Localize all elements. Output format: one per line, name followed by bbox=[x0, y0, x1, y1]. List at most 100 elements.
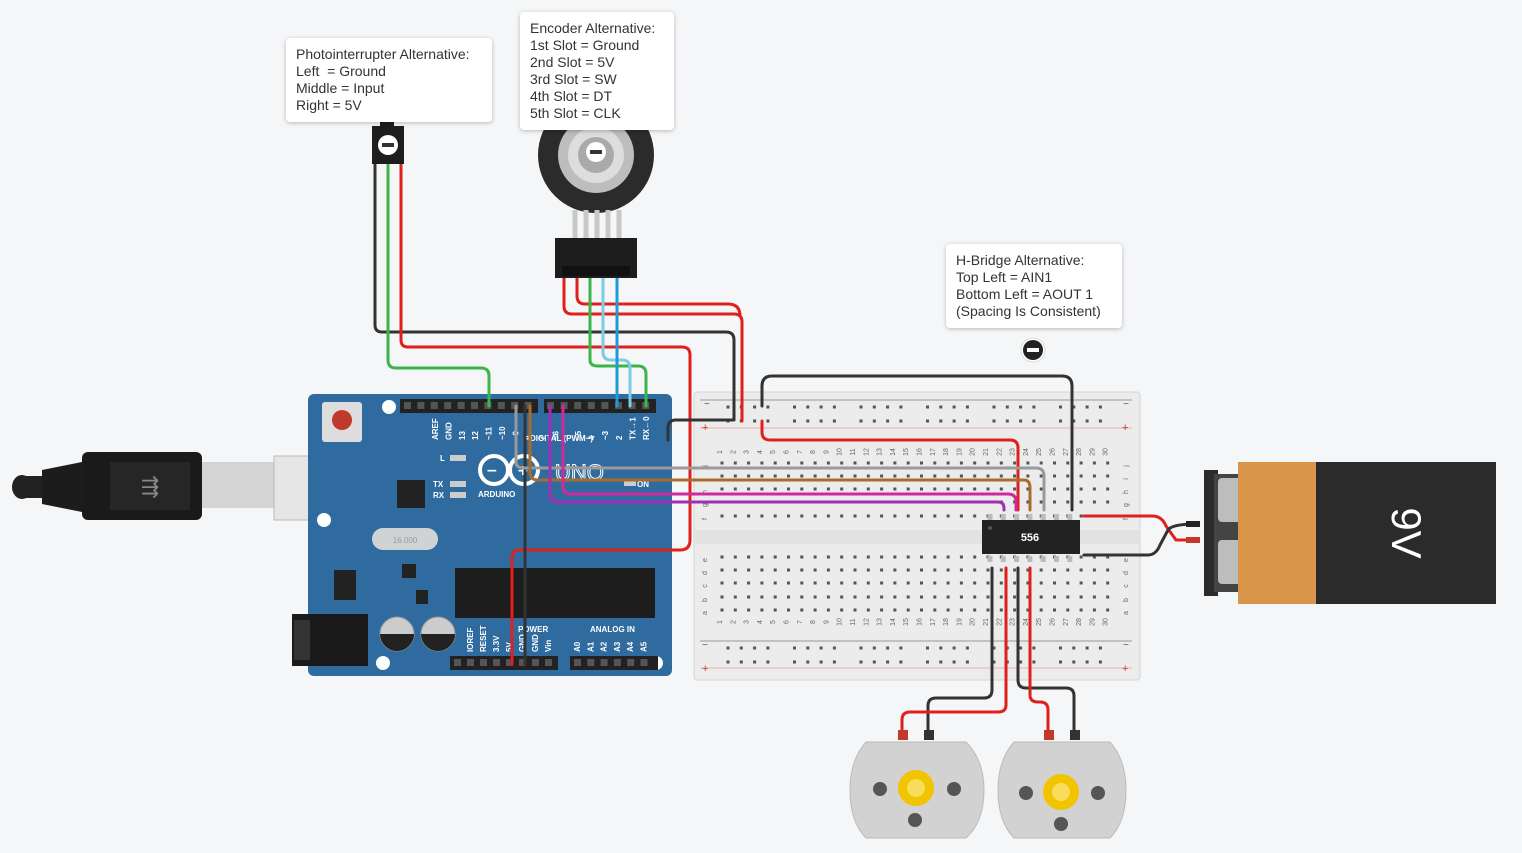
breadboard-hole[interactable] bbox=[946, 581, 950, 585]
breadboard-hole[interactable] bbox=[720, 514, 724, 518]
breadboard-hole[interactable] bbox=[760, 555, 764, 559]
breadboard-hole[interactable] bbox=[1072, 660, 1076, 664]
breadboard-hole[interactable] bbox=[733, 568, 737, 572]
breadboard-hole[interactable] bbox=[992, 646, 996, 650]
breadboard-hole[interactable] bbox=[1026, 581, 1030, 585]
breadboard-hole[interactable] bbox=[1039, 568, 1043, 572]
breadboard-hole[interactable] bbox=[813, 487, 817, 491]
breadboard-hole[interactable] bbox=[906, 581, 910, 585]
chip-pin[interactable] bbox=[1040, 514, 1046, 520]
breadboard-hole[interactable] bbox=[1005, 419, 1009, 423]
note-encoder[interactable]: Encoder Alternative: 1st Slot = Ground 2… bbox=[520, 12, 674, 130]
breadboard-hole[interactable] bbox=[999, 581, 1003, 585]
breadboard-hole[interactable] bbox=[992, 660, 996, 664]
breadboard-hole[interactable] bbox=[959, 595, 963, 599]
breadboard-hole[interactable] bbox=[813, 568, 817, 572]
breadboard-hole[interactable] bbox=[926, 660, 929, 664]
header-pin[interactable] bbox=[600, 659, 608, 666]
breadboard-hole[interactable] bbox=[866, 568, 870, 572]
breadboard-hole[interactable] bbox=[840, 581, 844, 585]
breadboard-hole[interactable] bbox=[1032, 419, 1036, 423]
breadboard-hole[interactable] bbox=[753, 405, 757, 409]
breadboard-hole[interactable] bbox=[1053, 487, 1056, 491]
breadboard-hole[interactable] bbox=[1092, 568, 1096, 572]
breadboard-hole[interactable] bbox=[733, 555, 737, 559]
breadboard-hole[interactable] bbox=[747, 487, 751, 491]
breadboard-hole[interactable] bbox=[1098, 405, 1102, 409]
breadboard-hole[interactable] bbox=[1066, 474, 1070, 478]
breadboard-hole[interactable] bbox=[1026, 461, 1030, 465]
breadboard-hole[interactable] bbox=[1092, 474, 1096, 478]
breadboard-hole[interactable] bbox=[933, 461, 937, 465]
breadboard-hole[interactable] bbox=[773, 474, 777, 478]
breadboard-hole[interactable] bbox=[853, 608, 857, 612]
breadboard-hole[interactable] bbox=[1072, 405, 1076, 409]
breadboard-hole[interactable] bbox=[899, 646, 903, 650]
breadboard-hole[interactable] bbox=[893, 595, 897, 599]
breadboard-hole[interactable] bbox=[1059, 646, 1062, 650]
breadboard-hole[interactable] bbox=[853, 514, 857, 518]
header-pin[interactable] bbox=[628, 402, 636, 409]
breadboard-hole[interactable] bbox=[1079, 500, 1083, 504]
breadboard-hole[interactable] bbox=[800, 487, 804, 491]
breadboard-hole[interactable] bbox=[1053, 568, 1056, 572]
breadboard-hole[interactable] bbox=[813, 474, 817, 478]
breadboard-hole[interactable] bbox=[965, 646, 969, 650]
breadboard-hole[interactable] bbox=[959, 581, 963, 585]
battery-9v[interactable]: − + 9V bbox=[1186, 462, 1496, 604]
breadboard-hole[interactable] bbox=[859, 419, 863, 423]
wire-black[interactable] bbox=[666, 404, 736, 442]
breadboard-hole[interactable] bbox=[973, 568, 977, 572]
breadboard-hole[interactable] bbox=[893, 581, 897, 585]
breadboard-hole[interactable] bbox=[793, 660, 796, 664]
breadboard-hole[interactable] bbox=[926, 419, 929, 423]
breadboard-hole[interactable] bbox=[859, 405, 863, 409]
breadboard-hole[interactable] bbox=[813, 581, 817, 585]
header-pin[interactable] bbox=[627, 659, 635, 666]
breadboard-hole[interactable] bbox=[1066, 581, 1070, 585]
header-pin[interactable] bbox=[404, 402, 411, 409]
breadboard-hole[interactable] bbox=[733, 581, 737, 585]
breadboard-hole[interactable] bbox=[886, 646, 890, 650]
breadboard-hole[interactable] bbox=[1072, 646, 1076, 650]
header-pin[interactable] bbox=[613, 659, 621, 666]
photointerrupter[interactable] bbox=[372, 120, 404, 164]
header-pin[interactable] bbox=[506, 659, 513, 666]
breadboard-hole[interactable] bbox=[880, 487, 884, 491]
wire-red[interactable] bbox=[562, 270, 744, 423]
breadboard-hole[interactable] bbox=[866, 555, 870, 559]
breadboard-hole[interactable] bbox=[906, 555, 910, 559]
breadboard-hole[interactable] bbox=[733, 608, 737, 612]
breadboard-hole[interactable] bbox=[753, 419, 757, 423]
breadboard-hole[interactable] bbox=[720, 461, 724, 465]
wire-black[interactable] bbox=[1082, 522, 1198, 557]
breadboard-hole[interactable] bbox=[760, 514, 764, 518]
breadboard-hole[interactable] bbox=[920, 555, 923, 559]
breadboard-hole[interactable] bbox=[813, 608, 817, 612]
breadboard-hole[interactable] bbox=[1053, 608, 1056, 612]
breadboard-hole[interactable] bbox=[1085, 405, 1089, 409]
breadboard-hole[interactable] bbox=[1092, 555, 1096, 559]
breadboard-hole[interactable] bbox=[952, 419, 956, 423]
breadboard-hole[interactable] bbox=[893, 514, 897, 518]
chip-pin[interactable] bbox=[1014, 514, 1020, 520]
breadboard-hole[interactable] bbox=[1039, 461, 1043, 465]
breadboard-hole[interactable] bbox=[720, 581, 724, 585]
breadboard-hole[interactable] bbox=[1039, 487, 1043, 491]
breadboard-hole[interactable] bbox=[819, 646, 823, 650]
dc-motor-right[interactable] bbox=[997, 730, 1127, 839]
breadboard-hole[interactable] bbox=[920, 608, 923, 612]
breadboard-hole[interactable] bbox=[787, 595, 790, 599]
breadboard-hole[interactable] bbox=[832, 660, 836, 664]
header-pin[interactable] bbox=[457, 402, 465, 409]
breadboard-hole[interactable] bbox=[840, 608, 844, 612]
breadboard-hole[interactable] bbox=[853, 474, 857, 478]
breadboard-hole[interactable] bbox=[1106, 555, 1110, 559]
wire-black[interactable] bbox=[926, 566, 994, 737]
breadboard-hole[interactable] bbox=[920, 487, 923, 491]
breadboard-hole[interactable] bbox=[973, 555, 977, 559]
breadboard-hole[interactable] bbox=[1106, 595, 1110, 599]
breadboard-hole[interactable] bbox=[760, 487, 764, 491]
breadboard-hole[interactable] bbox=[840, 514, 844, 518]
breadboard-hole[interactable] bbox=[806, 660, 810, 664]
